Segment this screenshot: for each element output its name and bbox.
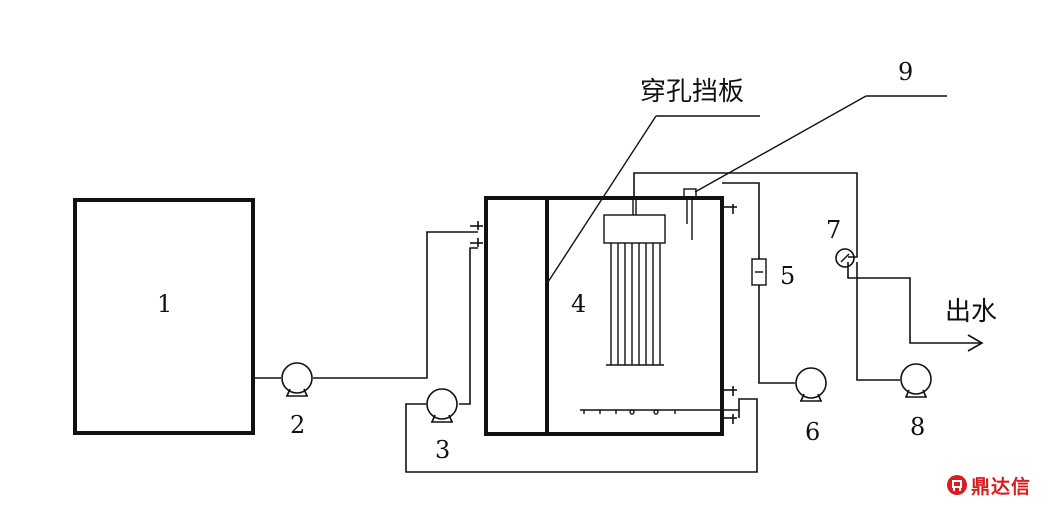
leader-9 — [694, 95, 867, 193]
aerator — [580, 409, 688, 415]
reactor-4-label: 4 — [571, 290, 586, 318]
membrane-module — [603, 200, 666, 366]
tank-1-label: 1 — [157, 290, 172, 318]
logo-mark-icon — [947, 475, 967, 495]
reactor-tank — [484, 196, 724, 436]
pipe-pump3-loop — [405, 398, 758, 473]
permeate-top-pipe — [633, 172, 858, 258]
watermark-text: 鼎达信 — [971, 475, 1032, 498]
pressure-gauge — [835, 248, 855, 268]
gauge-7-label: 7 — [826, 216, 841, 244]
pump-8 — [900, 363, 932, 398]
pipe-pump2-to-reactor — [313, 231, 478, 379]
outlet-pipe — [847, 262, 982, 344]
flowmeter-5-label: 5 — [780, 262, 795, 290]
sensor-9-label: 9 — [898, 58, 913, 86]
pump-2-label: 2 — [290, 411, 305, 439]
flowmeter — [751, 258, 767, 286]
outlet-arrow — [967, 334, 984, 352]
pipe-flowmeter-to-pump6 — [758, 285, 795, 384]
pipe-gauge-to-pump8 — [856, 262, 900, 381]
pump-3-label: 3 — [435, 436, 450, 464]
watermark: 鼎达信 — [946, 472, 1031, 498]
feed-tank — [73, 198, 255, 435]
pump-6 — [795, 367, 827, 402]
pump-6-label: 6 — [805, 418, 820, 446]
sensor-probe — [683, 188, 697, 240]
baffle-label: 穿孔挡板 — [640, 77, 744, 107]
pipe-reactor-to-pump3 — [459, 247, 478, 405]
pipe-to-flowmeter — [722, 182, 760, 259]
pump-2 — [281, 362, 313, 397]
leader-baffle — [547, 115, 657, 283]
outlet-label: 出水 — [945, 297, 997, 327]
pump-3 — [426, 388, 458, 423]
pump-8-label: 8 — [910, 413, 925, 441]
